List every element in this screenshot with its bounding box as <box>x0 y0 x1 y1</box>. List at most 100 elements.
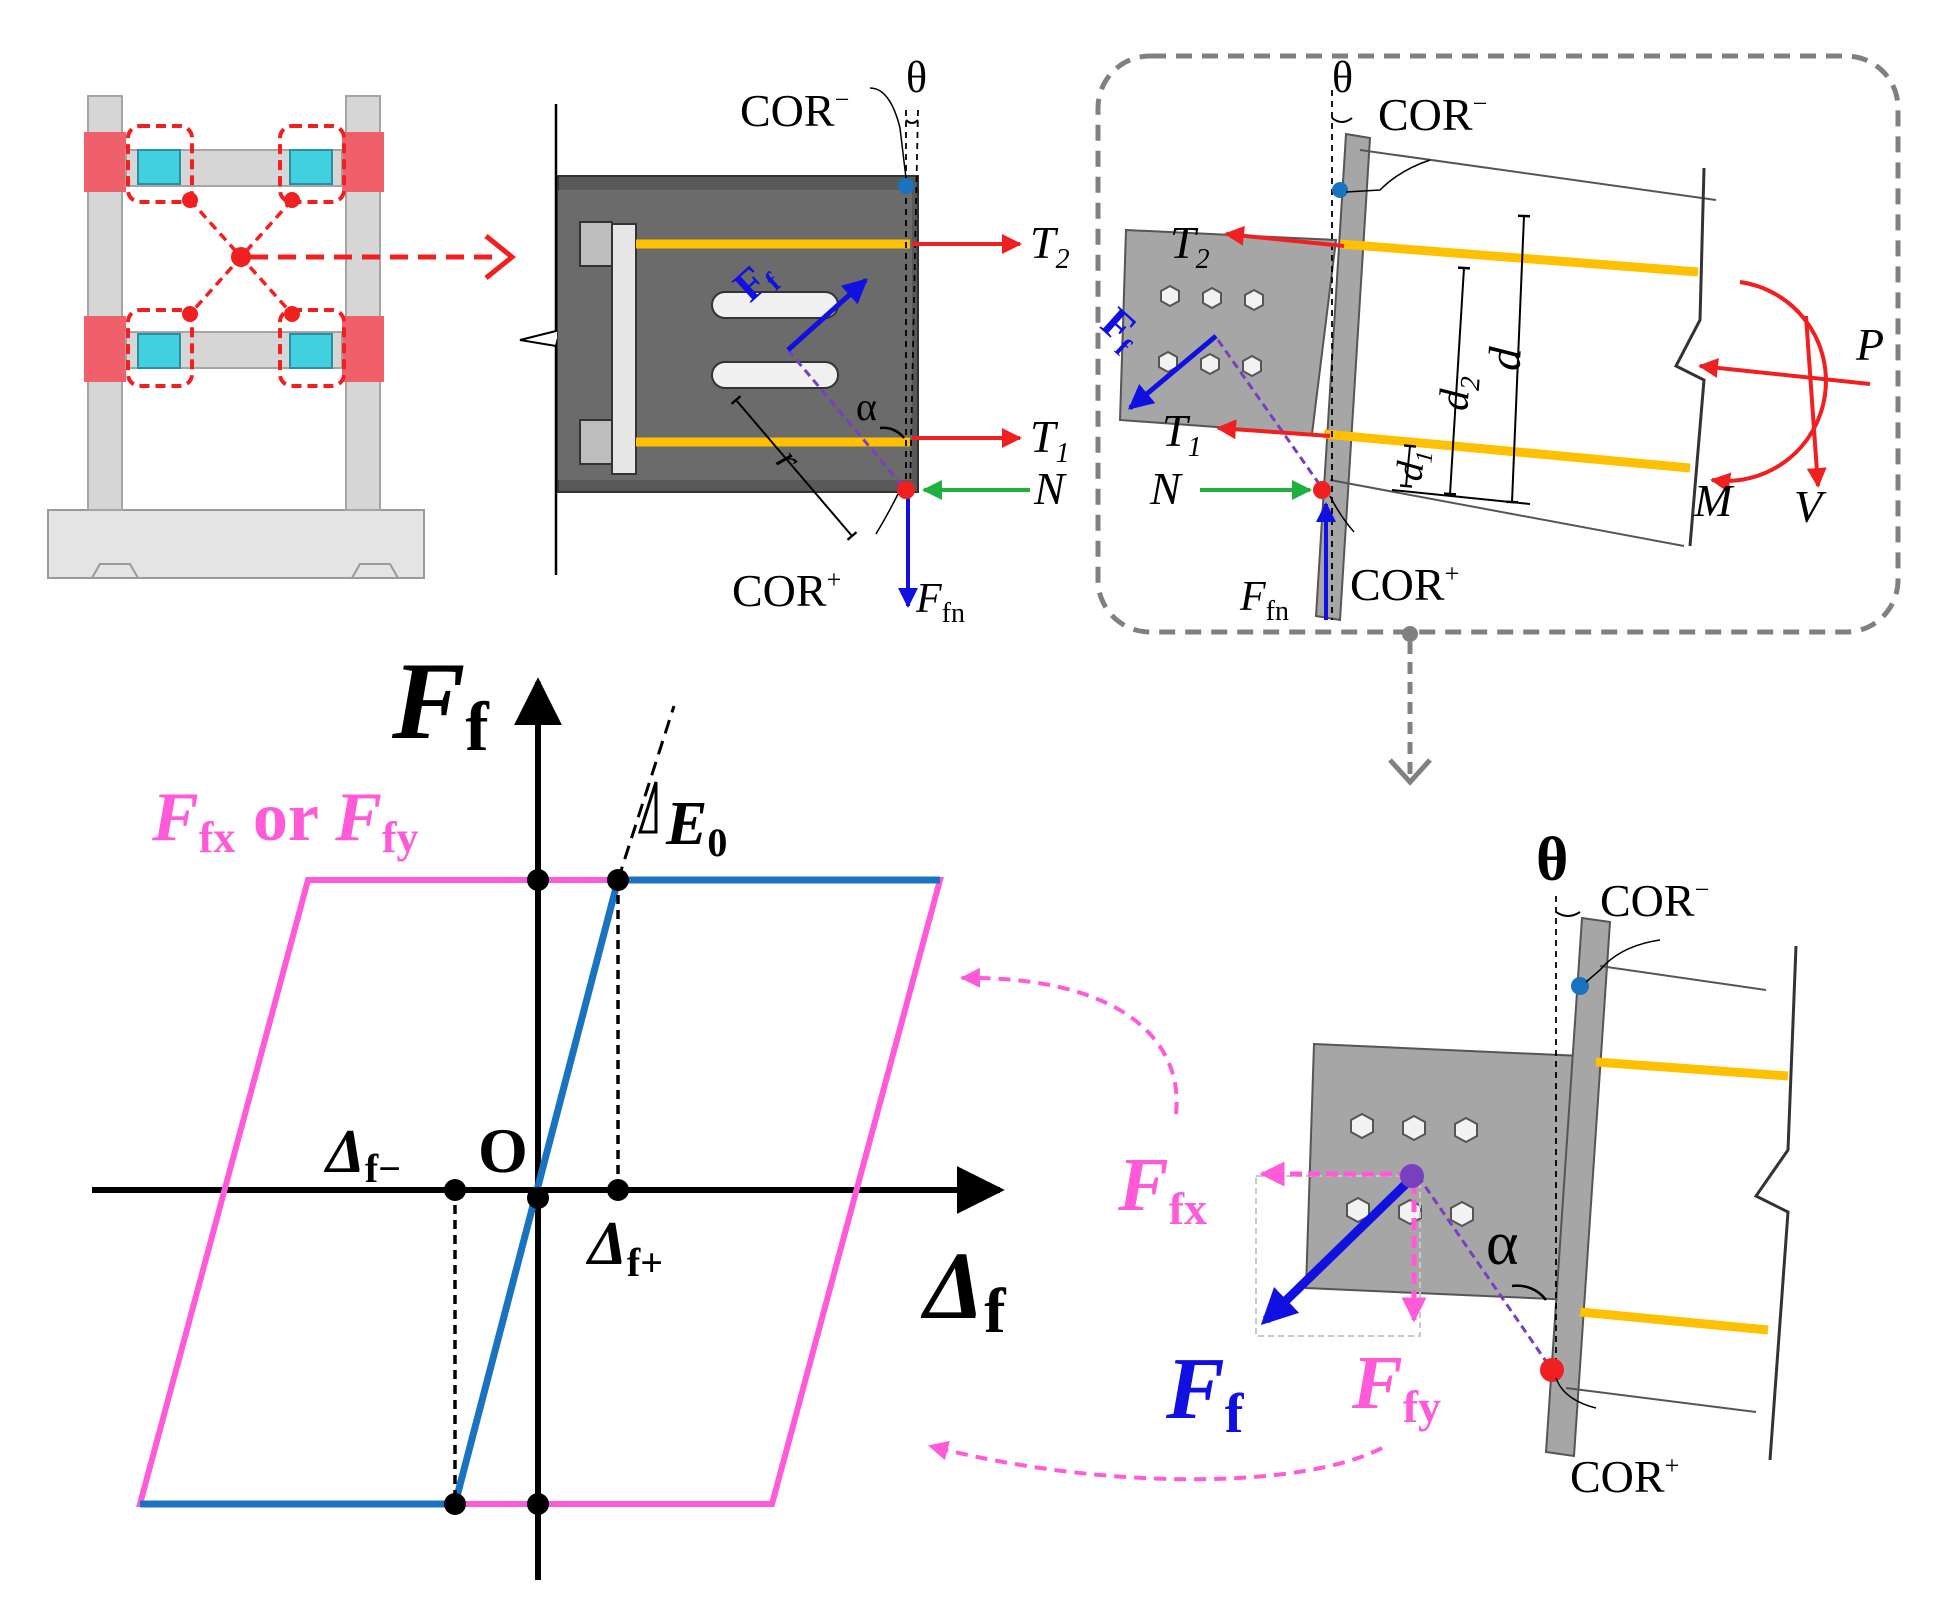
friction-force-label: Ff <box>1165 1341 1245 1445</box>
friction-force-arrow <box>1128 334 1218 410</box>
key-points <box>444 869 629 1515</box>
right-upper-joint <box>342 132 384 192</box>
connection-device <box>289 149 333 185</box>
p-arrow <box>1698 357 1871 386</box>
box-connector-dot <box>1402 626 1418 642</box>
radius-dimension <box>730 395 858 541</box>
theta-arc <box>905 119 919 124</box>
left-lower-joint <box>84 316 126 382</box>
friction-force-arrow <box>1260 1174 1416 1326</box>
frame-thumbnail <box>47 95 516 579</box>
t2-label: T2 <box>1030 217 1070 275</box>
ffy-label: Ffy <box>1351 1341 1441 1432</box>
ffy-to-diagram-arrow <box>928 1440 1383 1482</box>
gusset-plate <box>1118 228 1338 436</box>
leader-line <box>1329 495 1355 533</box>
alpha-arc <box>879 426 905 439</box>
leader-line <box>1345 159 1431 193</box>
ffn-label: Ffn <box>915 576 965 629</box>
cor-plus-label: COR+ <box>1570 1451 1679 1502</box>
upper-rod <box>1595 1057 1789 1081</box>
link-nodes <box>182 192 300 322</box>
beam-break-line <box>1753 945 1798 1461</box>
d-label: d <box>1478 345 1531 372</box>
end-plate <box>1544 916 1612 1458</box>
cor-minus-point <box>1571 977 1589 995</box>
leader-line <box>1585 939 1661 983</box>
ffx-to-diagram-arrow <box>960 967 1179 1115</box>
bolt-holes <box>1346 1112 1478 1228</box>
alpha-label: α <box>1486 1210 1518 1278</box>
cor-minus-label: COR− <box>1600 875 1709 926</box>
limit-force-label: Ffx or Ffy <box>151 779 419 862</box>
theta-label: θ <box>1536 826 1568 894</box>
t2-arrow <box>1224 225 1345 248</box>
right-lower-joint <box>342 316 384 382</box>
cor-minus-label: COR− <box>740 85 849 136</box>
slope-triangle <box>637 781 658 834</box>
cor-minus-point <box>898 178 914 194</box>
n-label: N <box>1033 463 1067 514</box>
cor-plus-point <box>897 481 915 499</box>
theta-label: θ <box>1332 53 1353 102</box>
alpha-arc <box>1511 1284 1547 1301</box>
friction-force-arrow <box>786 278 868 352</box>
leader-line <box>875 493 899 535</box>
foundation-beam <box>47 509 425 579</box>
foundation-anchors <box>90 563 400 579</box>
d2-dimension <box>1443 266 1471 496</box>
d2-label: d2 <box>1431 374 1486 413</box>
lower-rod <box>1323 429 1691 473</box>
d-dimension <box>1505 214 1531 504</box>
end-plate <box>1314 132 1372 622</box>
detail-b: θ COR− T2 Ff T1 d2 d d1 P M V N COR+ Ffn <box>1092 53 1901 786</box>
beam-bottom-edge <box>1329 479 1685 547</box>
moment-arm-line <box>1416 1175 1554 1371</box>
connection-device <box>137 333 181 369</box>
slotted-hole <box>711 291 839 319</box>
cor-plus-point <box>1313 481 1331 499</box>
slope-extension <box>616 705 676 881</box>
ffn-label: Ffn <box>1239 574 1289 627</box>
theta-arc <box>1331 117 1353 123</box>
x-axis-label: Δf <box>920 1232 1006 1346</box>
t1-label: T1 <box>1162 405 1202 463</box>
moment-arm-line <box>1216 339 1324 489</box>
origin-label: O <box>478 1115 528 1186</box>
cor-plus-point <box>1540 1358 1564 1382</box>
lower-rod <box>1579 1307 1769 1335</box>
bolt-group-center <box>1400 1164 1424 1188</box>
dashed-frame <box>1095 53 1901 635</box>
dimension-base-line <box>1391 489 1531 505</box>
hysteresis-diagram: Ff Δf Ffx or Ffy E0 Δf− O Δf+ <box>92 640 1006 1580</box>
slotted-hole <box>711 361 839 389</box>
beam-top-edge <box>1359 149 1717 201</box>
y-axis-label: Ff <box>391 640 489 766</box>
d1-dimension <box>1399 444 1417 488</box>
leader-line <box>869 87 907 179</box>
detail-pointer-arrowhead <box>484 234 516 280</box>
cor-plus-label: COR+ <box>1350 559 1459 610</box>
ffx-label: Ffx <box>1117 1143 1207 1234</box>
detail-c: θ COR− Ffx α Ff Ffy COR+ <box>928 826 1798 1502</box>
upper-rod <box>1339 239 1699 277</box>
m-label: M <box>1693 475 1735 526</box>
moment-arrow <box>1710 280 1828 493</box>
theta-label: θ <box>906 53 927 102</box>
cor-minus-label: COR− <box>1378 89 1487 140</box>
e0-label: E0 <box>665 790 727 865</box>
v-label: V <box>1794 481 1827 532</box>
left-upper-joint <box>84 132 126 192</box>
beam-bottom-edge <box>1565 1387 1757 1413</box>
theta-arc <box>1555 911 1581 917</box>
break-mark <box>519 328 562 348</box>
connection-device <box>289 333 333 369</box>
stiffener-plate <box>611 223 637 475</box>
n-label: N <box>1149 463 1183 514</box>
delta-plus-label: Δf+ <box>585 1210 663 1285</box>
cor-plus-label: COR+ <box>732 565 841 616</box>
leader-line <box>1555 1377 1597 1409</box>
connection-device <box>137 149 181 185</box>
t1-arrow <box>1216 419 1331 440</box>
